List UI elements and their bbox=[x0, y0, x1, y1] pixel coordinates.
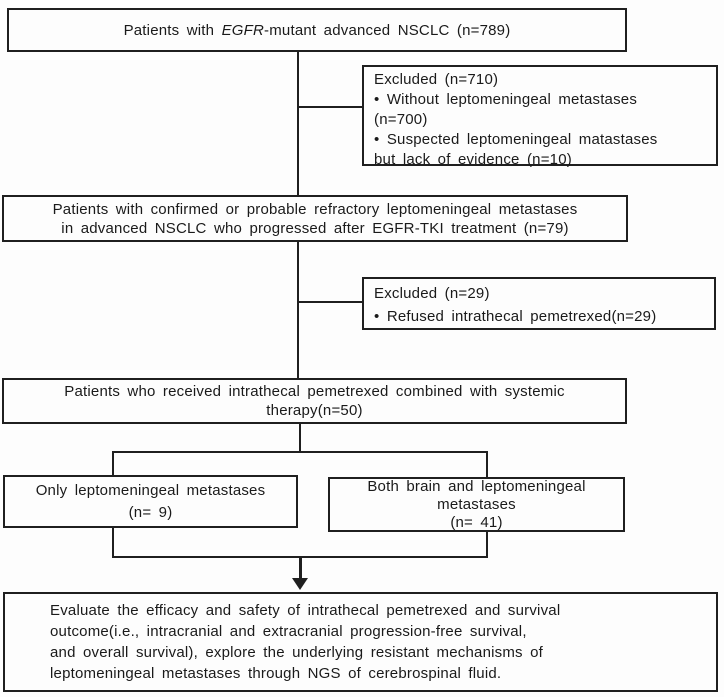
confirmed-line: Patients with confirmed or probable refr… bbox=[52, 200, 578, 218]
both-line: Both brain and leptomeningeal bbox=[367, 477, 586, 495]
box-confirmed-lm-patients: Patients with confirmed or probable refr… bbox=[2, 195, 628, 242]
outcome-line: Evaluate the efficacy and safety of intr… bbox=[50, 602, 561, 619]
only-lm-line: Only leptomeningeal metastases bbox=[35, 481, 266, 499]
connector-treated-to-split bbox=[299, 424, 301, 453]
box-treated-patients: Patients who received intrathecal pemetr… bbox=[2, 378, 627, 424]
outcome-line: outcome(i.e., intracranial and extracran… bbox=[50, 623, 527, 640]
excluded-710-line: (n=700) bbox=[374, 111, 428, 128]
box-excluded-710: Excluded (n=710) • Without leptomeningea… bbox=[362, 65, 718, 168]
connector-split-to-both bbox=[486, 451, 488, 478]
box-study-outcome: Evaluate the efficacy and safety of intr… bbox=[3, 592, 718, 692]
connector-enrolled-to-confirmed bbox=[297, 52, 299, 195]
connector-confirmed-to-treated bbox=[297, 242, 299, 378]
connector-branch-excluded2 bbox=[297, 301, 363, 303]
down-arrow-icon bbox=[292, 578, 308, 590]
connector-split-to-only-lm bbox=[112, 451, 114, 476]
connector-branch-excluded1 bbox=[297, 106, 363, 108]
box-brain-and-leptomeningeal: Both brain and leptomeningeal metastases… bbox=[328, 477, 625, 532]
confirmed-line: in advanced NSCLC who progressed after E… bbox=[61, 219, 569, 237]
connector-merge-to-outcome bbox=[299, 556, 302, 580]
excluded-29-title: Excluded (n=29) bbox=[374, 285, 490, 302]
enrolled-text-suffix: -mutant advanced NSCLC (n=789) bbox=[264, 21, 511, 39]
outcome-line: and overall survival), explore the under… bbox=[50, 644, 544, 661]
box-only-leptomeningeal: Only leptomeningeal metastases (n= 9) bbox=[3, 475, 298, 528]
connector-both-to-merge bbox=[486, 532, 488, 558]
connector-split-horizontal bbox=[112, 451, 488, 453]
only-lm-line: (n= 9) bbox=[128, 503, 173, 521]
enrolled-text-prefix: Patients with bbox=[123, 21, 222, 39]
outcome-line: leptomeningeal metastases through NGS of… bbox=[50, 665, 502, 682]
excluded-710-line: • Without leptomeningeal metastases bbox=[374, 91, 638, 108]
treated-line: therapy(n=50) bbox=[266, 402, 363, 419]
box-excluded-29: Excluded (n=29) • Refused intrathecal pe… bbox=[362, 277, 716, 330]
both-line: metastases bbox=[437, 495, 516, 513]
excluded-710-line: but lack of evidence (n=10) bbox=[374, 151, 572, 168]
connector-only-lm-to-merge bbox=[112, 528, 114, 558]
excluded-710-line: • Suspected leptomeningeal matastases bbox=[374, 131, 658, 148]
both-line: (n= 41) bbox=[450, 513, 503, 531]
excluded-710-title: Excluded (n=710) bbox=[374, 71, 499, 88]
box-enrolled-text: Patients with EGFR-mutant advanced NSCLC… bbox=[9, 21, 625, 40]
excluded-29-line: • Refused intrathecal pemetrexed(n=29) bbox=[374, 308, 657, 325]
box-enrolled-patients: Patients with EGFR-mutant advanced NSCLC… bbox=[7, 8, 627, 52]
enrolled-text-gene: EGFR bbox=[221, 21, 265, 39]
treated-line: Patients who received intrathecal pemetr… bbox=[64, 383, 565, 400]
